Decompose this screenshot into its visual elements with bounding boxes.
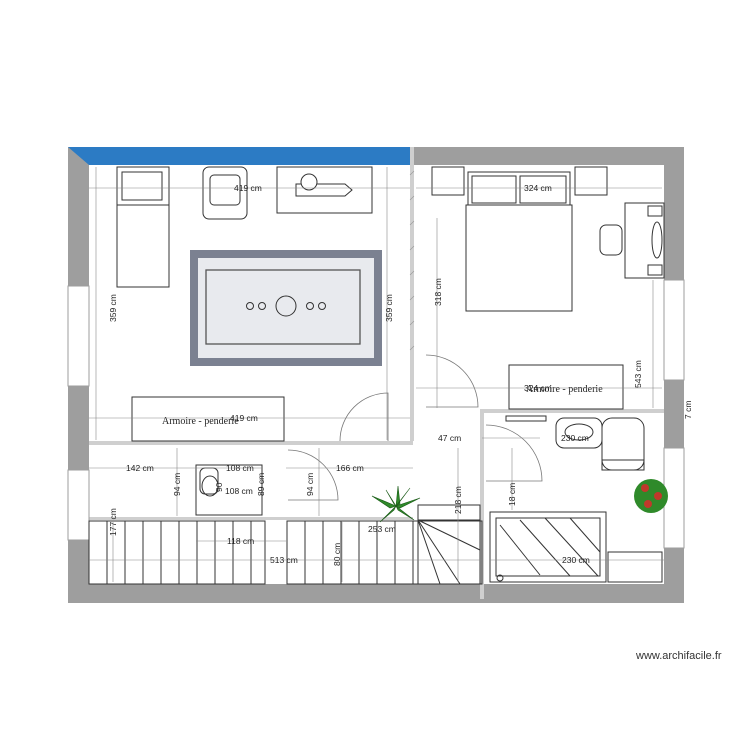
- dim-359-left: 359 cm: [108, 294, 118, 322]
- dimension-labels: 419 cm 324 cm 359 cm 359 cm 318 cm 543 c…: [108, 183, 693, 566]
- single-bed: [116, 166, 170, 288]
- dim-419-top: 419 cm: [234, 183, 262, 193]
- watermark: www.archifacile.fr: [636, 650, 722, 662]
- dim-318: 318 cm: [433, 278, 443, 306]
- accent-wall-top-left: [68, 147, 412, 165]
- walls: [68, 147, 684, 603]
- double-bed: [431, 166, 608, 312]
- dim-543: 543 cm: [633, 360, 643, 388]
- wall-top-right: [412, 147, 684, 165]
- bathroom: [489, 415, 663, 583]
- wardrobe-right-label: Armoire - penderie: [526, 384, 603, 395]
- dim-89: 89 cm: [256, 473, 266, 496]
- windows: [67, 279, 685, 549]
- dim-230-shower: 230 cm: [562, 555, 590, 565]
- dim-166: 166 cm: [336, 463, 364, 473]
- dresser: [599, 202, 665, 279]
- armchair: [202, 166, 248, 220]
- plant-right: [634, 479, 668, 513]
- dim-80: 80 cm: [332, 543, 342, 566]
- dim-419-bottom: 419 cm: [230, 413, 258, 423]
- dim-253: 253 cm: [368, 524, 396, 534]
- dim-108-top: 108 cm: [226, 463, 254, 473]
- wardrobe-left: [131, 396, 285, 442]
- dim-47: 47 cm: [438, 433, 461, 443]
- doors: [287, 354, 543, 501]
- dim-324-top: 324 cm: [524, 183, 552, 193]
- partition-hatching: [409, 170, 415, 351]
- dim-218: 218 cm: [453, 486, 463, 514]
- dim-90: 90: [214, 482, 224, 492]
- window-left-lower: [67, 469, 90, 541]
- dim-230-bath: 230 cm: [561, 433, 589, 443]
- plant-left: [371, 485, 421, 523]
- window-left-upper: [67, 285, 90, 387]
- dim-94-left: 94 cm: [172, 473, 182, 496]
- dim-7: 7 cm: [683, 401, 693, 419]
- dim-94-right: 94 cm: [305, 473, 315, 496]
- wardrobe-right: [508, 364, 624, 410]
- wardrobe-left-label: Armoire - penderie: [162, 416, 239, 427]
- wall-bottom: [68, 584, 684, 603]
- dim-18: 18 cm: [507, 483, 517, 506]
- dim-177: 177 cm: [108, 508, 118, 536]
- window-right-upper: [663, 279, 685, 381]
- dimension-lines: [89, 167, 664, 582]
- rug: [190, 250, 382, 366]
- dim-118: 118 cm: [227, 536, 254, 546]
- dim-142: 142 cm: [126, 463, 154, 473]
- staircase: [88, 504, 483, 585]
- dim-324-bottom: 324 cm: [524, 383, 552, 393]
- desk: [276, 166, 373, 214]
- dim-359-right: 359 cm: [384, 294, 394, 322]
- dim-513: 513 cm: [270, 555, 298, 565]
- dim-108-bottom: 108 cm: [225, 486, 253, 496]
